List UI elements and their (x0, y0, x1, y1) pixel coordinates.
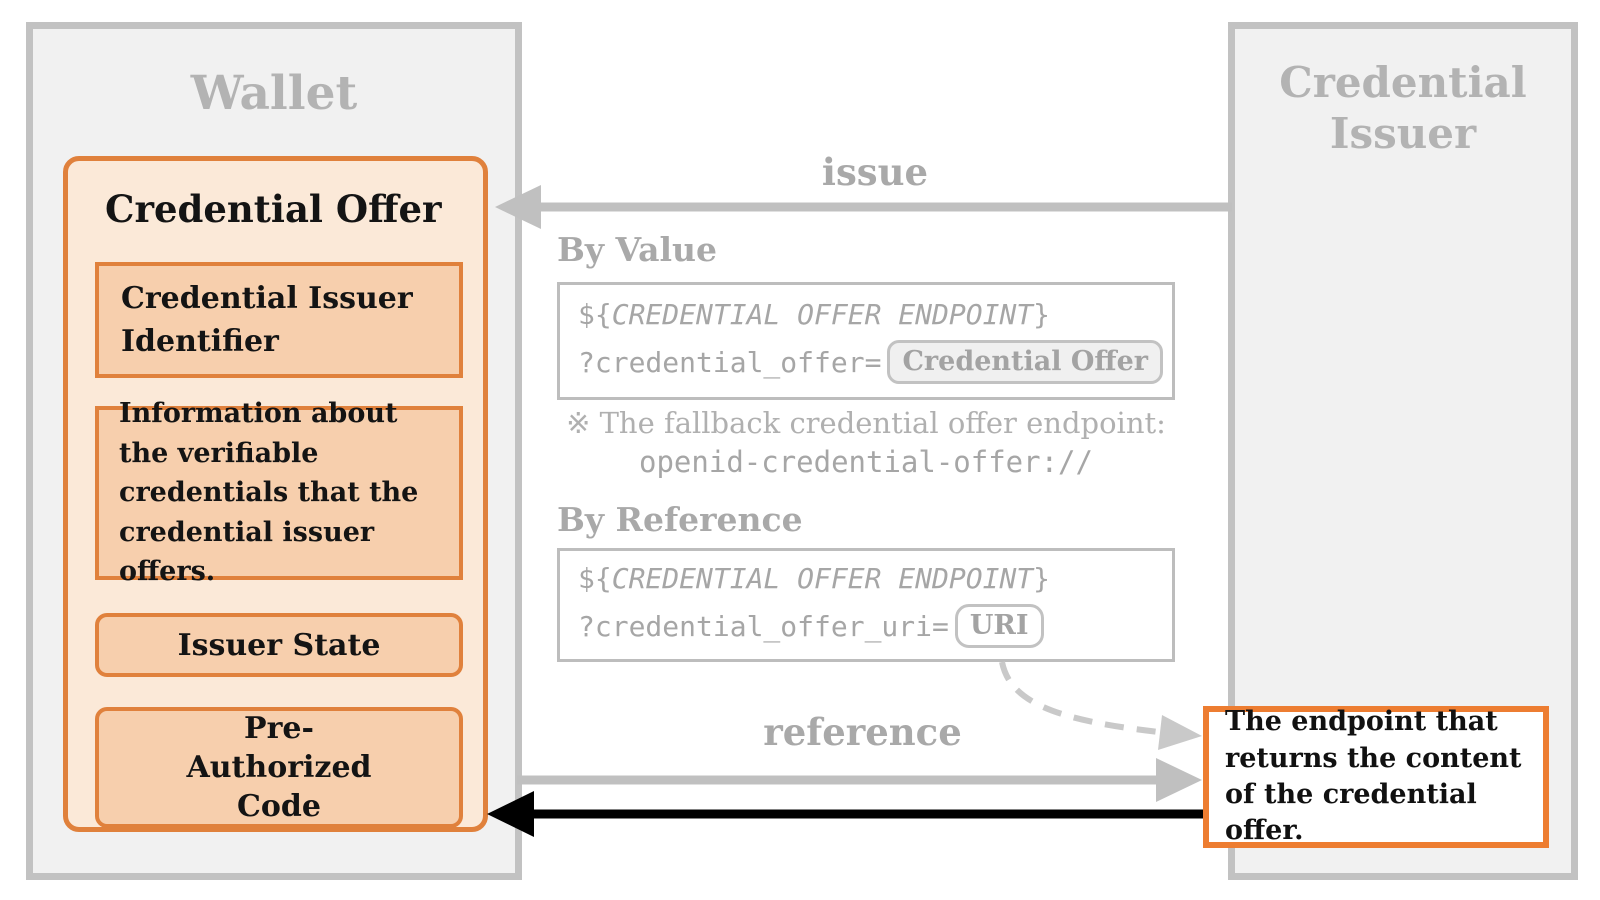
code-suffix: } (1033, 562, 1051, 596)
credential-offer-query-param: ?credential_offer= (578, 345, 882, 379)
credential-issuer-title: Credential Issuer (1279, 58, 1527, 159)
by-value-heading: By Value (557, 230, 718, 269)
issuer-state-label: Issuer State (177, 627, 381, 663)
credential-issuer-identifier-item: Credential Issuer Identifier (95, 262, 463, 378)
credentials-information-item: Information about the verifiable credent… (95, 398, 463, 587)
code-suffix: } (1033, 298, 1051, 332)
code-prefix: ${ (578, 298, 612, 332)
credential-offer-title: Credential Offer (105, 187, 442, 231)
code-endpoint-var: CREDENTIAL OFFER ENDPOINT (611, 298, 1034, 332)
by-reference-heading: By Reference (557, 500, 803, 539)
credential-offer-uri-query-param: ?credential_offer_uri= (578, 609, 949, 643)
by-reference-code-box: ${CREDENTIAL OFFER ENDPOINT} ?credential… (557, 548, 1175, 662)
fallback-note-text: ※ The fallback credential offer endpoint… (566, 406, 1166, 440)
credential-issuer-identifier-label: Credential Issuer Identifier (121, 280, 413, 360)
fallback-note: ※ The fallback credential offer endpoint… (557, 406, 1175, 479)
endpoint-note-text: The endpoint that returns the content of… (1225, 706, 1522, 847)
pre-authorized-code-label: Pre-Authorized Code (186, 711, 372, 824)
reference-arrow (517, 758, 1202, 802)
by-value-endpoint-line: ${CREDENTIAL OFFER ENDPOINT} (578, 298, 1154, 331)
code-endpoint-var: CREDENTIAL OFFER ENDPOINT (611, 562, 1034, 596)
by-value-query-line: ?credential_offer= Credential Offer (578, 340, 1163, 384)
reference-flow-label: reference (763, 710, 962, 754)
issuer-state-item: Issuer State (95, 613, 463, 677)
by-reference-endpoint-line: ${CREDENTIAL OFFER ENDPOINT} (578, 562, 1154, 595)
endpoint-note-box: The endpoint that returns the content of… (1203, 706, 1549, 848)
pre-authorized-code-item: Pre-Authorized Code (95, 707, 463, 828)
fallback-scheme-uri: openid-credential-offer:// (639, 445, 1093, 479)
credential-offer-box: Credential Offer Credential Issuer Ident… (63, 156, 488, 832)
credential-offer-pill: Credential Offer (887, 340, 1163, 384)
return-arrow (487, 791, 1210, 837)
by-reference-query-line: ?credential_offer_uri= URI (578, 604, 1154, 648)
by-value-code-box: ${CREDENTIAL OFFER ENDPOINT} ?credential… (557, 282, 1175, 400)
wallet-title: Wallet (190, 66, 358, 121)
credentials-information-label: Information about the verifiable credent… (119, 398, 419, 588)
code-prefix: ${ (578, 562, 612, 596)
uri-pill: URI (954, 604, 1044, 648)
issue-flow-label: issue (821, 150, 929, 194)
